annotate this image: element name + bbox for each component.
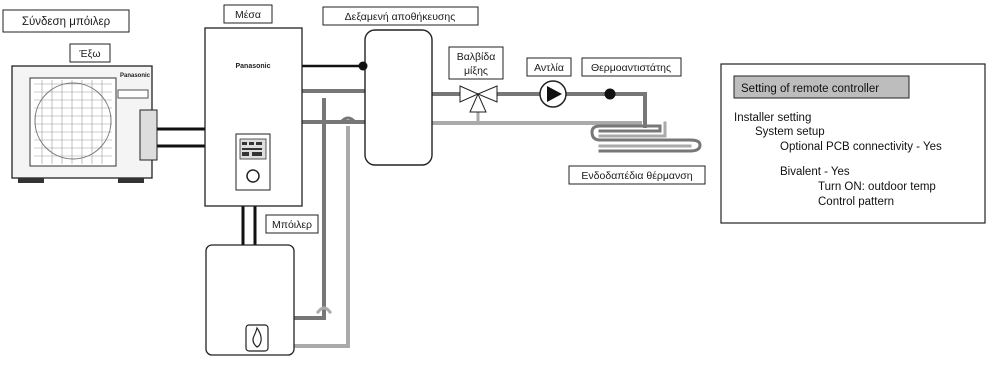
svg-text:Panasonic: Panasonic <box>120 73 151 79</box>
pump: Αντλία <box>526 57 572 108</box>
settings-panel-title: Setting of remote controller <box>741 83 879 95</box>
settings-line: Control pattern <box>818 196 894 208</box>
remote-controller-settings-panel: Setting of remote controller Installer s… <box>720 63 986 224</box>
boiler-connection-label: Σύνδεση μπόιλερ <box>2 9 130 33</box>
svg-text:Panasonic: Panasonic <box>235 63 270 70</box>
flame-icon <box>245 324 269 352</box>
svg-text:Σύνδεση μπόιλερ: Σύνδεση μπόιλερ <box>22 16 111 28</box>
thermostat: Θερμοαντιστάτης <box>581 57 682 100</box>
svg-text:Δεξαμενή αποθήκευσης: Δεξαμενή αποθήκευσης <box>345 11 456 23</box>
settings-panel-header <box>733 75 910 99</box>
indoor-unit: Μέσα Panasonic <box>204 4 303 207</box>
piping <box>148 64 702 348</box>
outdoor-unit: Έξω Panasonic <box>11 43 158 183</box>
svg-text:μίξης: μίξης <box>464 65 488 77</box>
settings-line: System setup <box>755 126 825 138</box>
svg-text:Αντλία: Αντλία <box>534 62 564 74</box>
settings-line: Turn ON: outdoor temp <box>818 181 936 193</box>
storage-tank: Δεξαμενή αποθήκευσης <box>322 6 479 166</box>
svg-text:Έξω: Έξω <box>78 48 100 60</box>
svg-text:Βαλβίδα: Βαλβίδα <box>457 51 496 63</box>
settings-line: Optional PCB connectivity - Yes <box>780 141 942 153</box>
svg-text:Μέσα: Μέσα <box>235 9 261 21</box>
svg-text:Ενδοδαπέδια θέρμανση: Ενδοδαπέδια θέρμανση <box>581 170 692 182</box>
settings-line: Bivalent - Yes <box>780 166 850 178</box>
boiler: Μπόιλερ <box>205 214 319 356</box>
floor-heating-label: Ενδοδαπέδια θέρμανση <box>568 165 706 185</box>
settings-line: Installer setting <box>734 112 811 124</box>
svg-text:Μπόιλερ: Μπόιλερ <box>272 219 312 231</box>
svg-text:Θερμοαντιστάτης: Θερμοαντιστάτης <box>591 62 671 74</box>
mixing-valve: Βαλβίδα μίξης <box>448 46 504 113</box>
